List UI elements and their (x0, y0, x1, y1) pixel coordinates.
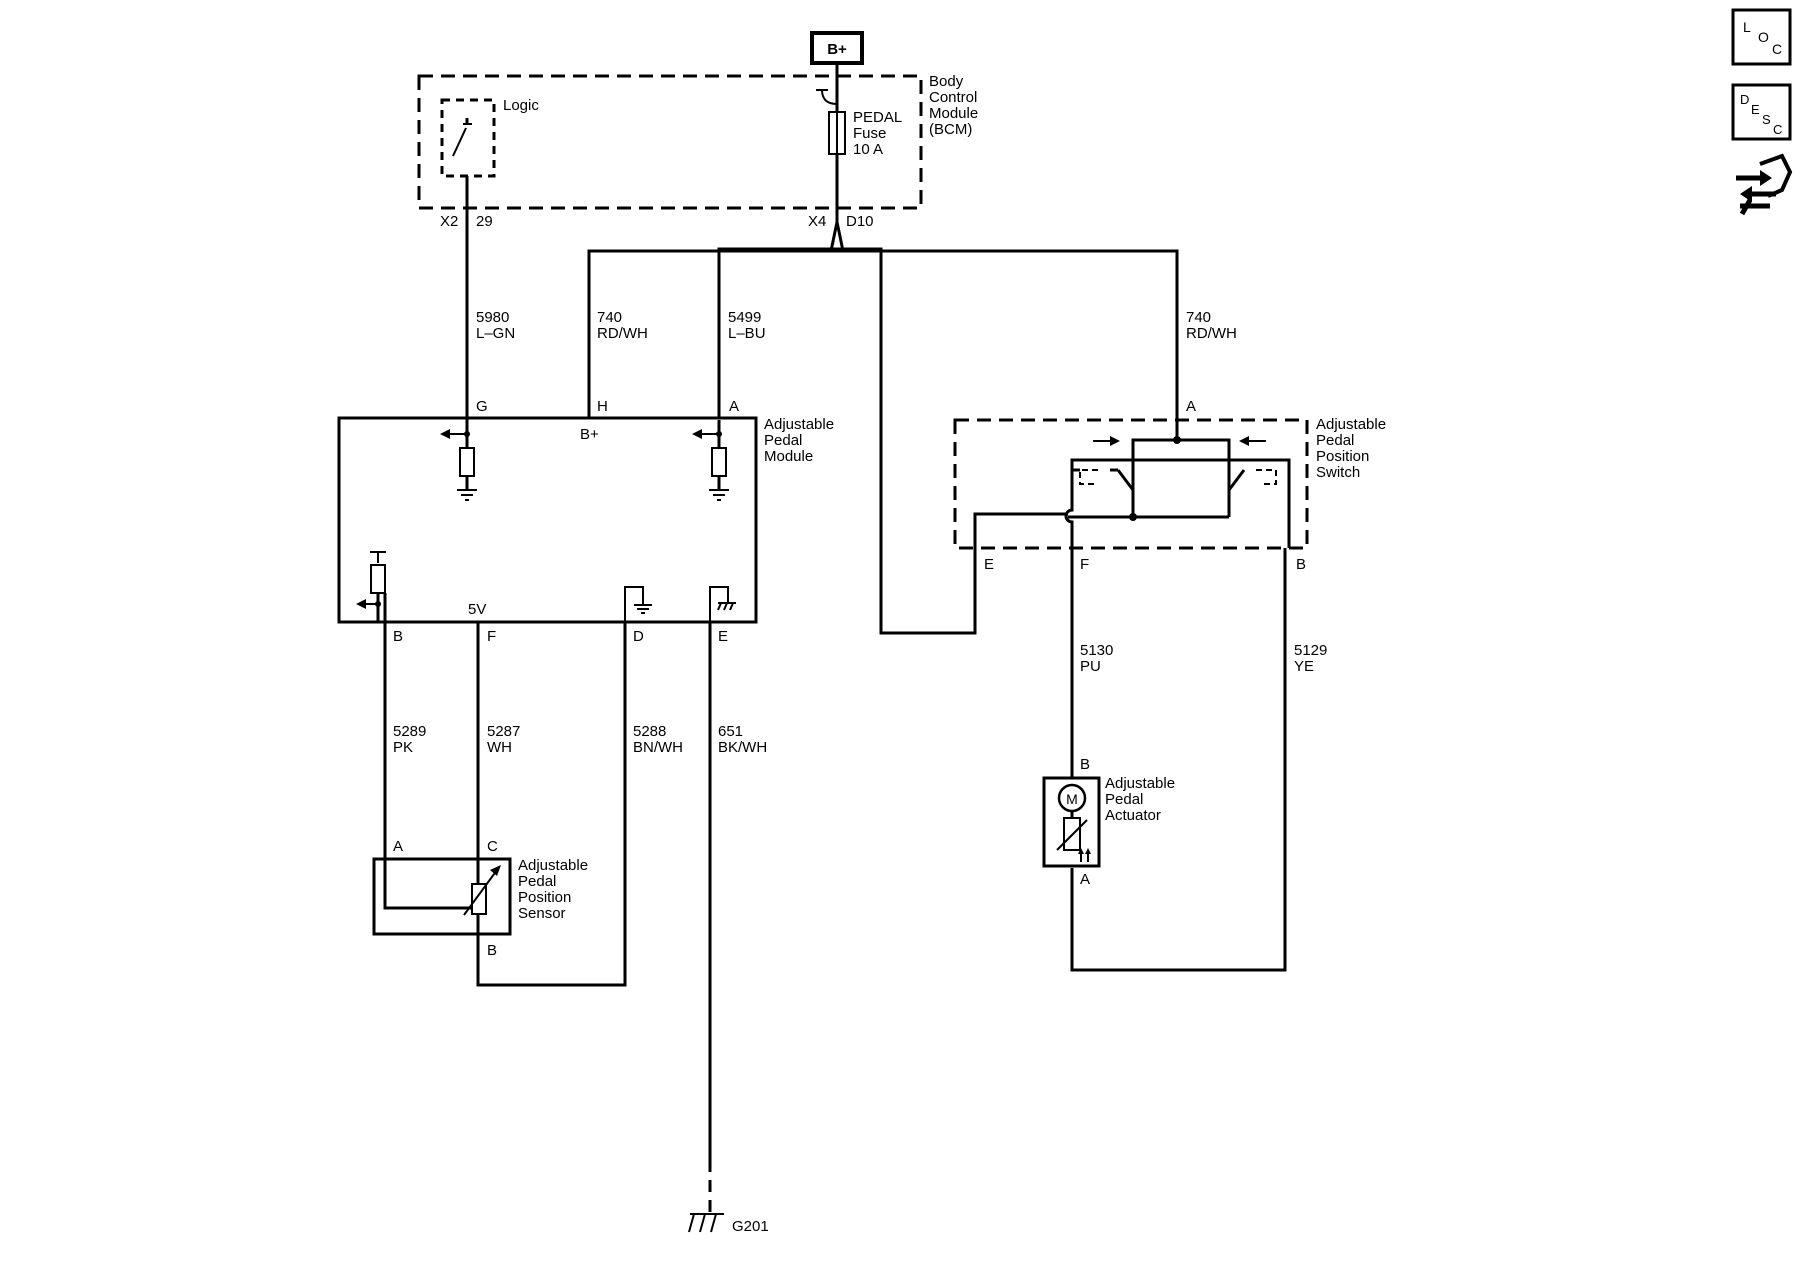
body-control-module: Body Control Module (BCM) Logic B+ PEDAL… (417, 31, 978, 230)
module-name-line-3: Module (764, 448, 813, 465)
loc-letter-o: O (1758, 29, 1769, 45)
module-input-a (692, 420, 729, 501)
sensor-name-line-3: Position (518, 889, 571, 906)
connector-tool-icon[interactable] (1736, 153, 1793, 216)
actuator-wiring (1070, 548, 1287, 972)
module-pin-g: G (476, 398, 488, 415)
desc-letter-d: D (1740, 92, 1749, 107)
switch-pin-b: B (1296, 556, 1306, 573)
wire-5287-color: WH (487, 739, 512, 756)
motor-label: M (1066, 791, 1078, 807)
switch-pin-e: E (984, 556, 994, 573)
pedal-fuse: PEDAL Fuse 10 A (828, 109, 902, 158)
switch-pin-a: A (1186, 398, 1196, 415)
module-pin-b: B (393, 628, 403, 645)
ground-g201: G201 (688, 1213, 769, 1235)
module-input-g (440, 420, 477, 501)
adjustable-pedal-module: Adjustable Pedal Module G H A B+ (337, 398, 834, 645)
adjustable-pedal-position-switch: Adjustable Pedal Position Switch A E F B (953, 398, 1386, 573)
wire-5287-circuit: 5287 (487, 723, 520, 740)
sensor-pin-a: A (393, 838, 403, 855)
actuator-pin-b: B (1080, 756, 1090, 773)
wire-5288-color: BN/WH (633, 739, 683, 756)
ground-label: G201 (732, 1218, 769, 1235)
wire-651-color: BK/WH (718, 739, 767, 756)
switch-name-line-2: Pedal (1316, 432, 1354, 449)
switch-pin-f: F (1080, 556, 1089, 573)
switch-name-line-3: Position (1316, 448, 1369, 465)
module-signal-ground-d (624, 586, 652, 622)
top-wiring (465, 176, 1179, 635)
actuator-name-line-1: Adjustable (1105, 775, 1175, 792)
actuator-pin-a: A (1080, 871, 1090, 888)
wire-5288-circuit: 5288 (633, 723, 666, 740)
wire-5129-circuit: 5129 (1294, 642, 1327, 659)
module-pin-a: A (729, 398, 739, 415)
pin-d10: D10 (846, 213, 874, 230)
module-name-line-2: Pedal (764, 432, 802, 449)
sensor-pin-b: B (487, 942, 497, 959)
desc-letter-c: C (1773, 122, 1782, 137)
wire-5289-color: PK (393, 739, 413, 756)
connector-x2: X2 (440, 213, 458, 230)
loc-letter-l: L (1743, 19, 1751, 35)
adjustable-pedal-actuator: M B A Adjustable Pedal Actuator (1042, 756, 1175, 888)
connector-x4: X4 (808, 213, 826, 230)
battery-power-source: B+ (810, 31, 864, 65)
module-name-line-1: Adjustable (764, 416, 834, 433)
desc-button[interactable]: D E S C (1731, 83, 1792, 141)
wire-740b-circuit: 740 (1186, 309, 1211, 326)
pin-29: 29 (476, 213, 493, 230)
loc-letter-c: C (1772, 41, 1782, 57)
wire-740a-color: RD/WH (597, 325, 648, 342)
module-pin-f: F (487, 628, 496, 645)
wire-5499-circuit: 5499 (728, 309, 761, 326)
wire-5129-color: YE (1294, 658, 1314, 675)
module-5v-label: 5V (468, 601, 486, 618)
logic-label: Logic (503, 97, 539, 114)
sensor-wiring (383, 600, 712, 1212)
module-pin-d: D (633, 628, 644, 645)
module-pin-e: E (718, 628, 728, 645)
bplus-label: B+ (827, 41, 847, 58)
logic-switch: Logic (440, 97, 539, 178)
loc-button[interactable]: L O C (1731, 8, 1792, 66)
bcm-name-line-1: Body (929, 73, 964, 90)
wire-5130-circuit: 5130 (1080, 642, 1113, 659)
wire-5130-color: PU (1080, 658, 1101, 675)
fuse-label-line-3: 10 A (853, 141, 883, 158)
wire-740b-color: RD/WH (1186, 325, 1237, 342)
adjustable-pedal-position-sensor: A C B Adjustable Pedal Position Sensor (372, 838, 588, 959)
wire-5499-color: L–BU (728, 325, 766, 342)
desc-letter-s: S (1762, 112, 1771, 127)
wire-5289-circuit: 5289 (393, 723, 426, 740)
desc-letter-e: E (1751, 102, 1760, 117)
actuator-name-line-3: Actuator (1105, 807, 1161, 824)
wire-5980-color: L–GN (476, 325, 515, 342)
sensor-name-line-2: Pedal (518, 873, 556, 890)
module-bplus-label: B+ (580, 426, 599, 443)
sensor-pin-c: C (487, 838, 498, 855)
module-pin-h: H (597, 398, 608, 415)
switch-name-line-1: Adjustable (1316, 416, 1386, 433)
sensor-name-line-1: Adjustable (518, 857, 588, 874)
bcm-name-line-3: Module (929, 105, 978, 122)
wire-740a-circuit: 740 (597, 309, 622, 326)
module-input-b (356, 551, 387, 622)
wire-5980-circuit: 5980 (476, 309, 509, 326)
fuse-label-line-2: Fuse (853, 125, 886, 142)
fuse-label-line-1: PEDAL (853, 109, 902, 126)
switch-name-line-4: Switch (1316, 464, 1360, 481)
module-chassis-ground-e (709, 586, 736, 622)
wire-651-circuit: 651 (718, 723, 743, 740)
bcm-name-line-2: Control (929, 89, 977, 106)
bcm-name-line-4: (BCM) (929, 121, 972, 138)
sensor-name-line-4: Sensor (518, 905, 566, 922)
actuator-name-line-2: Pedal (1105, 791, 1143, 808)
